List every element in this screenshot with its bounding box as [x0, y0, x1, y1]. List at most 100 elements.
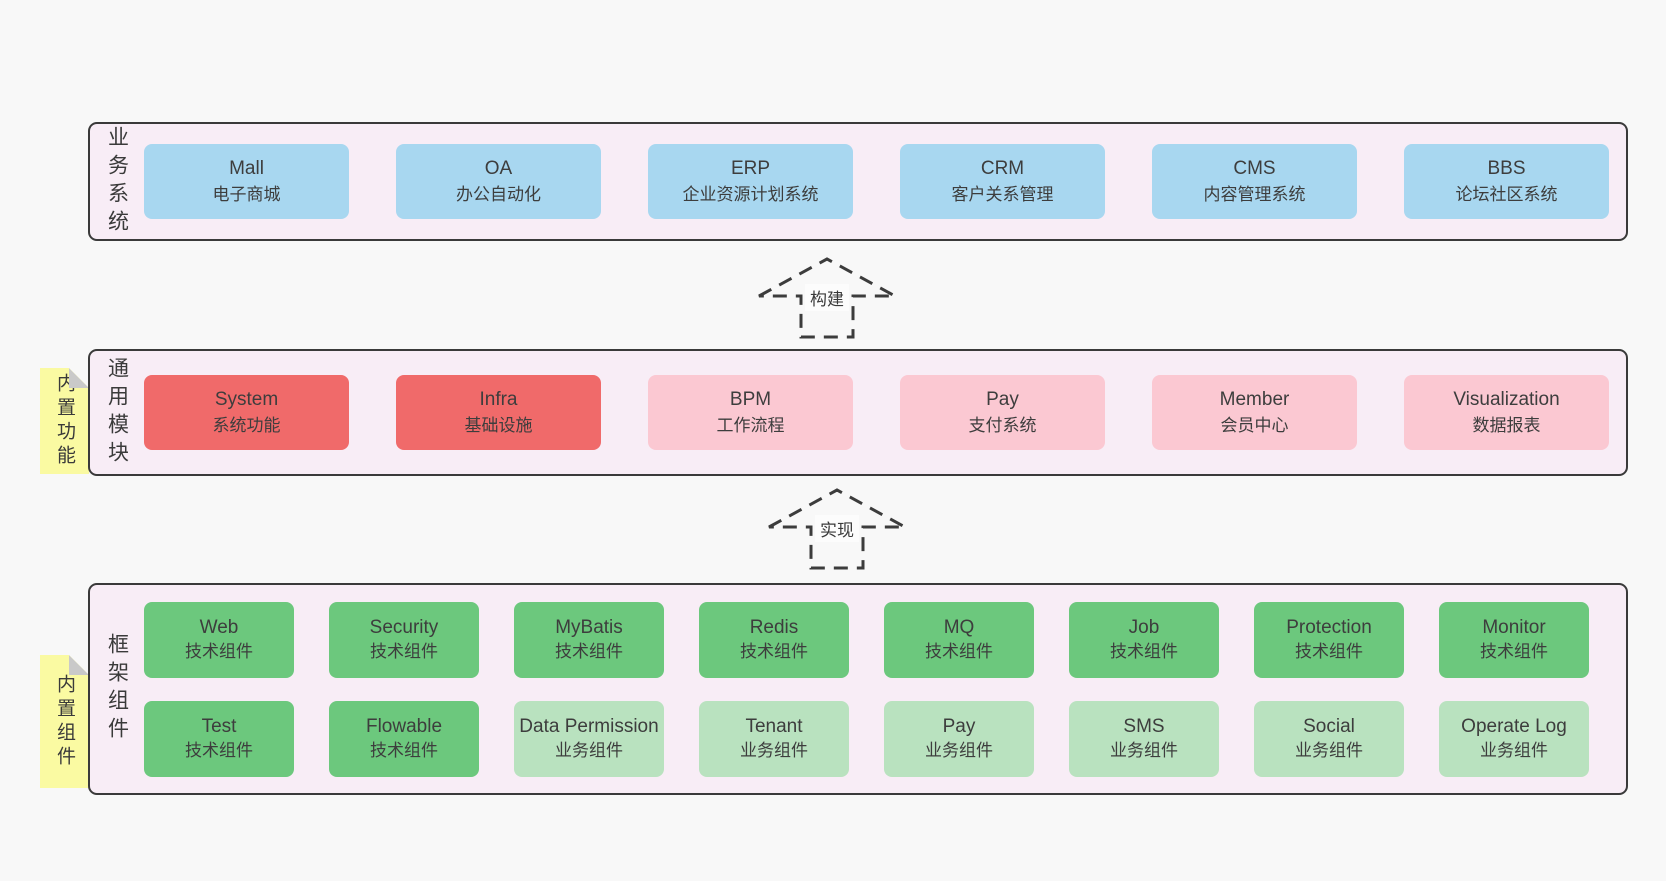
node-title: Operate Log: [1461, 715, 1567, 737]
node-subtitle: 支付系统: [968, 415, 1037, 435]
node-web: Web 技术组件: [144, 601, 294, 678]
folded-corner-icon: [69, 655, 89, 675]
node-subtitle: 业务组件: [555, 740, 623, 760]
node-title: ERP: [730, 157, 771, 179]
node-subtitle: 系统功能: [212, 415, 281, 435]
node-title: Monitor: [1482, 616, 1546, 638]
node-infra: Infra 基础设施: [396, 375, 601, 450]
node-subtitle: 业务组件: [925, 740, 993, 760]
components-row-container: Web 技术组件 Security 技术组件 MyBatis 技术组件 Redi…: [144, 601, 1626, 777]
node-tenant: Tenant 业务组件: [699, 700, 849, 777]
node-title: MQ: [943, 616, 975, 638]
node-subtitle: 工作流程: [716, 415, 785, 435]
up-arrow-icon: [768, 488, 906, 570]
section-label-text: 框架组件: [105, 633, 129, 745]
node-subtitle: 基础设施: [464, 415, 533, 435]
node-subtitle: 电子商城: [212, 184, 281, 204]
arrow-label-build: 构建: [805, 284, 849, 311]
node-subtitle: 客户关系管理: [951, 184, 1054, 204]
node-subtitle: 技术组件: [1480, 641, 1548, 661]
components-row-1: Web 技术组件 Security 技术组件 MyBatis 技术组件 Redi…: [144, 601, 1626, 678]
node-redis: Redis 技术组件: [699, 601, 849, 678]
node-subtitle: 会员中心: [1220, 415, 1289, 435]
node-flowable: Flowable 技术组件: [329, 700, 479, 777]
node-title: BPM: [729, 388, 772, 410]
sticky-note-text: 内置组件: [54, 673, 75, 770]
node-visualization: Visualization 数据报表: [1404, 375, 1609, 450]
node-title: MyBatis: [555, 616, 623, 638]
arrow-implement: 实现: [767, 487, 907, 571]
section-label-text: 业务系统: [105, 125, 129, 238]
node-subtitle: 业务组件: [1480, 740, 1548, 760]
node-subtitle: 企业资源计划系统: [682, 184, 819, 204]
node-protection: Protection 技术组件: [1254, 601, 1404, 678]
node-title: Pay: [986, 388, 1019, 410]
node-subtitle: 技术组件: [1110, 641, 1178, 661]
node-monitor: Monitor 技术组件: [1439, 601, 1589, 678]
arrow-build: 构建: [757, 256, 897, 340]
node-subtitle: 技术组件: [1295, 641, 1363, 661]
node-title: Redis: [749, 616, 799, 638]
modules-row: System 系统功能 Infra 基础设施 BPM 工作流程 Pay 支付系统…: [144, 375, 1626, 450]
node-subtitle: 内容管理系统: [1203, 184, 1306, 204]
node-subtitle: 技术组件: [370, 740, 438, 760]
folded-corner-icon: [69, 368, 89, 388]
business-row-container: Mall 电子商城 OA 办公自动化 ERP 企业资源计划系统 CRM 客户关系…: [144, 144, 1626, 219]
node-subtitle: 论坛社区系统: [1455, 184, 1558, 204]
node-erp: ERP 企业资源计划系统: [648, 144, 853, 219]
node-title: Protection: [1286, 616, 1372, 638]
node-social: Social 业务组件: [1254, 700, 1404, 777]
node-subtitle: 技术组件: [925, 641, 993, 661]
node-job: Job 技术组件: [1069, 601, 1219, 678]
node-pay-component: Pay 业务组件: [884, 700, 1034, 777]
node-title: System: [214, 388, 279, 410]
node-title: BBS: [1487, 157, 1526, 179]
components-row-2: Test 技术组件 Flowable 技术组件 Data Permission …: [144, 700, 1626, 777]
node-title: Member: [1219, 388, 1290, 410]
node-mybatis: MyBatis 技术组件: [514, 601, 664, 678]
node-subtitle: 技术组件: [185, 641, 253, 661]
node-oa: OA 办公自动化: [396, 144, 601, 219]
node-system: System 系统功能: [144, 375, 349, 450]
node-subtitle: 技术组件: [370, 641, 438, 661]
node-title: Mall: [229, 157, 264, 179]
node-bbs: BBS 论坛社区系统: [1404, 144, 1609, 219]
section-framework-components: 框架组件 Web 技术组件 Security 技术组件 MyBatis 技术组件…: [88, 583, 1628, 795]
section-label-common-modules: 通用模块: [90, 351, 144, 474]
node-mq: MQ 技术组件: [884, 601, 1034, 678]
node-operate-log: Operate Log 业务组件: [1439, 700, 1589, 777]
node-title: Tenant: [745, 715, 803, 737]
section-label-text: 通用模块: [105, 356, 129, 469]
node-title: CMS: [1233, 157, 1276, 179]
node-crm: CRM 客户关系管理: [900, 144, 1105, 219]
section-common-modules: 通用模块 System 系统功能 Infra 基础设施 BPM 工作流程 Pay…: [88, 349, 1628, 476]
node-pay: Pay 支付系统: [900, 375, 1105, 450]
sticky-note-built-in-features: 内置功能: [40, 368, 89, 474]
node-mall: Mall 电子商城: [144, 144, 349, 219]
sticky-note-text: 内置功能: [54, 373, 75, 469]
section-label-business-systems: 业务系统: [90, 124, 144, 239]
node-title: Job: [1128, 616, 1160, 638]
node-subtitle: 业务组件: [740, 740, 808, 760]
node-data-permission: Data Permission 业务组件: [514, 700, 664, 777]
node-title: OA: [484, 157, 513, 179]
node-security: Security 技术组件: [329, 601, 479, 678]
node-subtitle: 业务组件: [1295, 740, 1363, 760]
node-title: Data Permission: [519, 715, 659, 737]
node-test: Test 技术组件: [144, 700, 294, 777]
node-sms: SMS 业务组件: [1069, 700, 1219, 777]
node-bpm: BPM 工作流程: [648, 375, 853, 450]
section-label-framework-components: 框架组件: [90, 585, 144, 793]
node-title: Pay: [942, 715, 976, 737]
node-title: Flowable: [365, 715, 443, 737]
arrow-label-implement: 实现: [815, 515, 859, 542]
section-business-systems: 业务系统 Mall 电子商城 OA 办公自动化 ERP 企业资源计划系统 CRM…: [88, 122, 1628, 241]
node-subtitle: 业务组件: [1110, 740, 1178, 760]
business-row: Mall 电子商城 OA 办公自动化 ERP 企业资源计划系统 CRM 客户关系…: [144, 144, 1626, 219]
node-subtitle: 办公自动化: [456, 184, 541, 204]
node-title: Social: [1303, 715, 1355, 737]
node-title: SMS: [1123, 715, 1165, 737]
node-title: Infra: [479, 388, 518, 410]
modules-row-container: System 系统功能 Infra 基础设施 BPM 工作流程 Pay 支付系统…: [144, 375, 1626, 450]
